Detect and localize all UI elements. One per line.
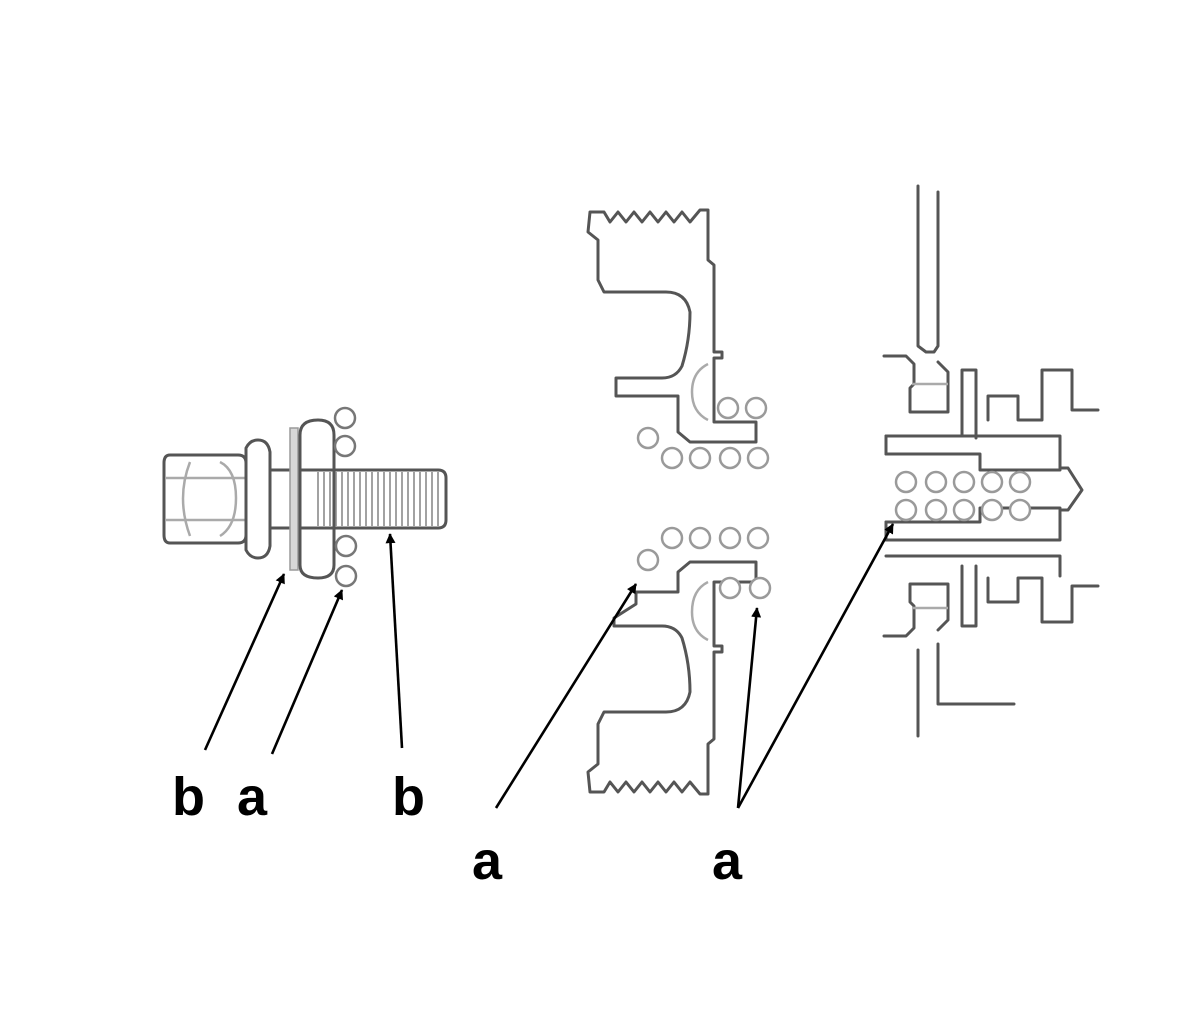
leader-hub-a-1: [736, 607, 762, 809]
pulley-beads-upper: [636, 396, 770, 470]
leader-bolt-left-b: [203, 573, 286, 751]
pulley-section: [586, 208, 772, 796]
leader-pulley-a: [494, 583, 638, 809]
leader-hub-a-2: [736, 523, 895, 809]
callout-bolt-left-b: b: [172, 767, 205, 827]
callout-pulley-a: a: [472, 831, 503, 891]
pulley-beads-lower: [636, 526, 772, 600]
leader-bolt-right-b: [385, 533, 404, 749]
bolt-threads: [317, 472, 439, 526]
callout-hub-a: a: [712, 831, 743, 891]
callout-bolt-a: a: [237, 767, 268, 827]
leader-lines: [203, 523, 895, 809]
bolt-beads: [333, 406, 358, 588]
hub-beads: [894, 470, 1032, 522]
flange-bolt: [162, 406, 448, 588]
leader-bolt-a: [270, 589, 344, 755]
callout-bolt-right-b: b: [392, 767, 425, 827]
hub-section: [882, 184, 1100, 738]
